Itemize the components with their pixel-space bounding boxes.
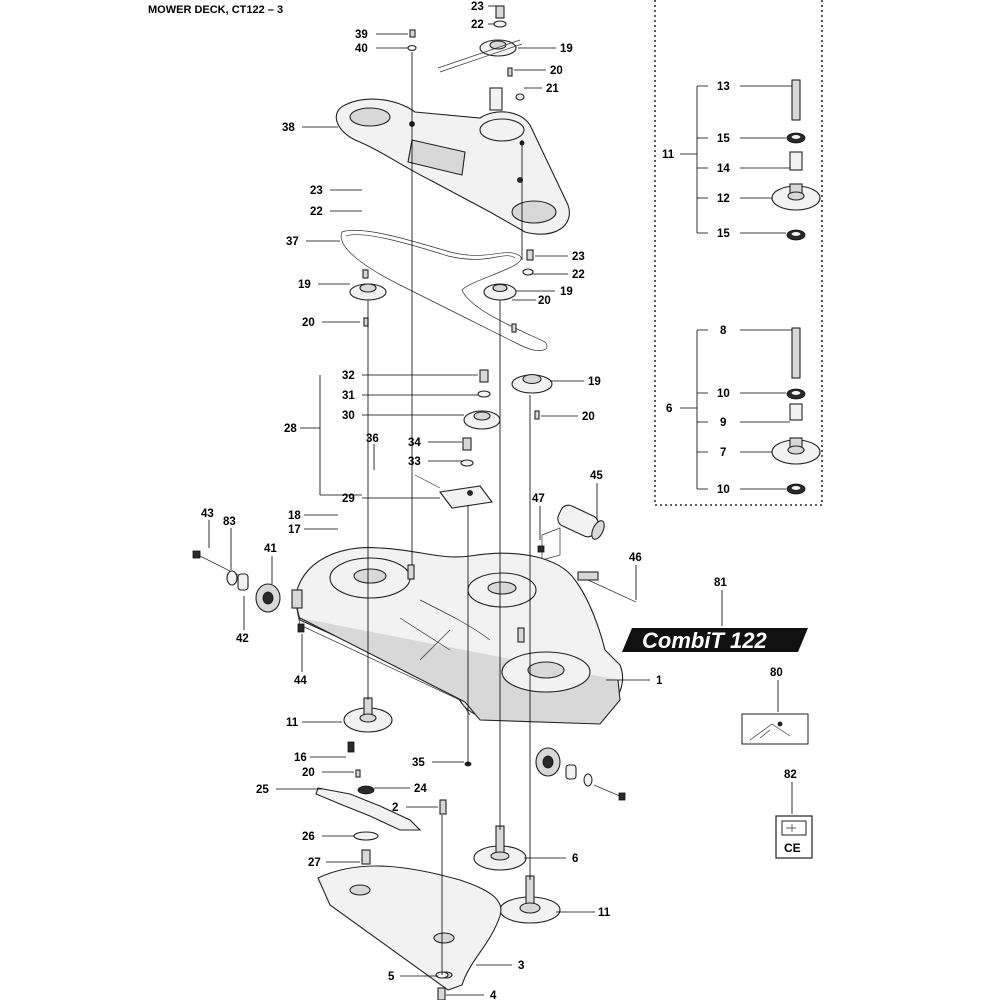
- part-label[interactable]: 4: [490, 990, 497, 1000]
- part-label[interactable]: 19: [560, 43, 573, 55]
- part-label[interactable]: 31: [342, 390, 355, 402]
- part-label[interactable]: 6: [666, 403, 672, 415]
- part-label[interactable]: 16: [294, 752, 307, 764]
- part-label[interactable]: 22: [572, 269, 585, 281]
- tensioner-assembly: [414, 369, 501, 509]
- part-label[interactable]: 21: [546, 83, 559, 95]
- ce-mark: CE: [784, 841, 801, 855]
- idler-pulleys: [349, 249, 553, 420]
- part-label[interactable]: 25: [256, 784, 269, 796]
- part-label[interactable]: 12: [717, 193, 730, 205]
- part-label[interactable]: 20: [582, 411, 595, 423]
- warning-decal[interactable]: [741, 713, 809, 745]
- part-label[interactable]: 44: [294, 675, 307, 687]
- part-label[interactable]: 32: [342, 370, 355, 382]
- part-label[interactable]: 43: [201, 508, 214, 520]
- part-label[interactable]: 80: [770, 667, 783, 679]
- spindle-kit-11: [771, 79, 821, 241]
- part-label[interactable]: 8: [720, 325, 727, 337]
- part-label[interactable]: 11: [286, 717, 299, 729]
- combit-logo-decal[interactable]: CombiT 122: [622, 628, 808, 653]
- kit-inset-box: [654, 0, 823, 506]
- part-label[interactable]: 29: [342, 493, 355, 505]
- part-label[interactable]: 42: [236, 633, 249, 645]
- logo-text: CombiT 122: [642, 628, 767, 653]
- part-label[interactable]: 36: [366, 433, 379, 445]
- leader-lines: [208, 5, 793, 996]
- drive-belt: [340, 229, 548, 351]
- part-label[interactable]: 15: [717, 133, 730, 145]
- spindle-kit-6: [771, 327, 821, 495]
- part-label[interactable]: 40: [355, 43, 368, 55]
- part-label[interactable]: 20: [538, 295, 551, 307]
- part-label[interactable]: 19: [298, 279, 311, 291]
- deck-cover: [335, 98, 570, 235]
- part-label[interactable]: 20: [302, 317, 315, 329]
- part-label[interactable]: 2: [392, 802, 398, 814]
- part-label[interactable]: 18: [288, 510, 301, 522]
- lower-blade: [317, 865, 502, 1000]
- part-label[interactable]: 37: [286, 236, 299, 248]
- part-label[interactable]: 5: [388, 971, 395, 983]
- part-label[interactable]: 35: [412, 757, 425, 769]
- part-label[interactable]: 23: [310, 185, 323, 197]
- part-label[interactable]: 45: [590, 470, 603, 482]
- part-label[interactable]: 11: [598, 907, 611, 919]
- part-label[interactable]: 9: [720, 417, 726, 429]
- page-title: MOWER DECK, CT122 – 3: [148, 4, 284, 16]
- part-label[interactable]: 26: [302, 831, 315, 843]
- part-label[interactable]: 20: [550, 65, 563, 77]
- part-label[interactable]: 23: [471, 1, 484, 13]
- part-label[interactable]: 1: [656, 675, 663, 687]
- part-label[interactable]: 20: [302, 767, 315, 779]
- part-label[interactable]: 28: [284, 423, 297, 435]
- part-label[interactable]: 38: [282, 122, 295, 134]
- part-label[interactable]: 11: [662, 149, 675, 161]
- left-spindle-and-blade: [315, 697, 472, 865]
- part-label[interactable]: 14: [717, 163, 730, 175]
- part-label[interactable]: 3: [518, 960, 524, 972]
- part-label[interactable]: 22: [310, 206, 323, 218]
- part-label[interactable]: 82: [784, 769, 797, 781]
- part-label[interactable]: 27: [308, 857, 321, 869]
- part-label[interactable]: 13: [717, 81, 730, 93]
- part-label[interactable]: 24: [414, 783, 427, 795]
- part-label[interactable]: 22: [471, 19, 484, 31]
- part-label[interactable]: 34: [408, 437, 421, 449]
- top-pulley-group: [407, 5, 525, 111]
- part-label[interactable]: 7: [720, 447, 726, 459]
- part-label[interactable]: 19: [560, 286, 573, 298]
- part-label[interactable]: 41: [264, 543, 277, 555]
- part-label[interactable]: 30: [342, 410, 355, 422]
- right-gauge-wheel: [535, 747, 626, 801]
- part-label[interactable]: 33: [408, 456, 421, 468]
- ce-decal[interactable]: CE: [775, 815, 813, 859]
- part-label[interactable]: 81: [714, 577, 727, 589]
- part-labels: 23 22 39 40 19 20 21 38 23 22 37 23 22 1…: [201, 1, 797, 1000]
- anti-scalp-roller: [537, 504, 637, 603]
- left-gauge-wheel: [192, 550, 305, 633]
- part-label[interactable]: 19: [588, 376, 601, 388]
- alignment-lines: [367, 52, 531, 975]
- part-label[interactable]: 23: [572, 251, 585, 263]
- part-label[interactable]: 17: [288, 524, 301, 536]
- part-label[interactable]: 47: [532, 493, 545, 505]
- part-label[interactable]: 6: [572, 853, 578, 865]
- deck-housing: [291, 547, 624, 725]
- part-label[interactable]: 46: [629, 552, 642, 564]
- part-label[interactable]: 10: [717, 388, 730, 400]
- part-label[interactable]: 10: [717, 484, 730, 496]
- part-label[interactable]: 15: [717, 228, 730, 240]
- part-label[interactable]: 83: [223, 516, 236, 528]
- part-label[interactable]: 39: [355, 29, 368, 41]
